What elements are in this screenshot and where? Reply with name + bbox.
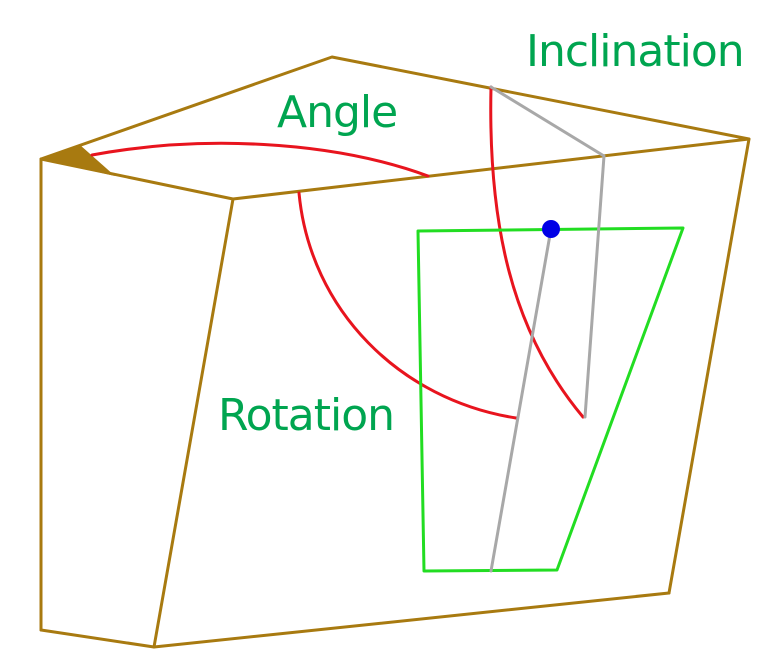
inclination-guide-line (489, 85, 606, 419)
box-front-edge (152, 197, 235, 649)
normal-guide-line (489, 227, 553, 573)
reference-point (542, 220, 560, 238)
label-angle: Angle (277, 87, 397, 138)
rotation-arc (297, 191, 518, 420)
box-right-edge (667, 137, 751, 595)
angle-arc (90, 141, 430, 178)
box-bottom-left-edge (39, 628, 156, 649)
corner-angle-marker (41, 145, 115, 176)
inclined-plane (416, 226, 685, 573)
inclination-arc (489, 85, 585, 419)
box-bottom-right-edge (152, 591, 671, 649)
label-rotation: Rotation (218, 390, 394, 441)
label-inclination: Inclination (526, 26, 744, 77)
